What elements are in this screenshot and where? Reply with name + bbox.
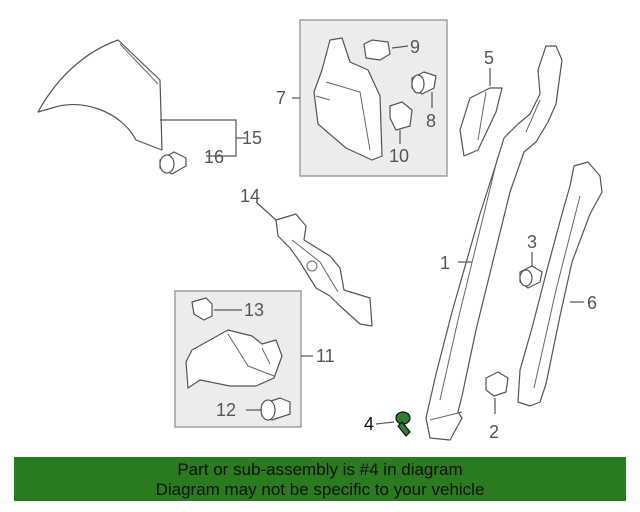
clip-13-part (191, 297, 213, 321)
callout-16: 16 (204, 147, 224, 167)
fastener-16-part (159, 151, 187, 175)
notice-banner: Part or sub-assembly is #4 in diagram Di… (14, 457, 626, 501)
callout-3: 3 (527, 232, 537, 252)
banner-line-part-number: Part or sub-assembly is #4 in diagram (177, 460, 463, 479)
callout-5: 5 (484, 48, 494, 68)
callout-14: 14 (240, 186, 260, 206)
callout-10: 10 (389, 146, 409, 166)
pillar-1-part (425, 45, 563, 441)
callout-9: 9 (410, 37, 420, 57)
bracket-7-part (313, 37, 383, 161)
clip-10-part (389, 101, 413, 131)
callout-6: 6 (587, 293, 597, 313)
fastener-3-part (519, 265, 543, 289)
callout-4: 4 (364, 414, 374, 434)
callout-8: 8 (426, 111, 436, 131)
callout-12: 12 (216, 400, 236, 420)
clip-9-part (363, 39, 391, 61)
trim-5-part (459, 87, 503, 157)
callout-labels: 1 2 3 4 5 6 7 8 9 10 11 12 13 14 15 16 (204, 37, 597, 442)
assembly-11-part (185, 329, 283, 389)
callout-1: 1 (440, 253, 450, 273)
callout-2: 2 (489, 422, 499, 442)
quarter-panel-part (37, 39, 163, 151)
callout-7: 7 (276, 88, 286, 108)
banner-line-disclaimer: Diagram may not be specific to your vehi… (155, 480, 485, 499)
clip-2-part (485, 371, 509, 397)
exploded-parts-diagram: 1 2 3 4 5 6 7 8 9 10 11 12 13 14 15 16 (37, 19, 603, 442)
callout-13: 13 (244, 300, 264, 320)
fastener-12-part (260, 397, 291, 421)
highlighted-fastener-4-part (395, 411, 411, 437)
callout-11: 11 (316, 346, 335, 366)
callout-15: 15 (242, 128, 262, 148)
reinforcement-14-part (275, 213, 373, 327)
strip-6-part (517, 161, 603, 407)
fastener-8-part (411, 71, 437, 95)
leader-lines (160, 45, 584, 425)
